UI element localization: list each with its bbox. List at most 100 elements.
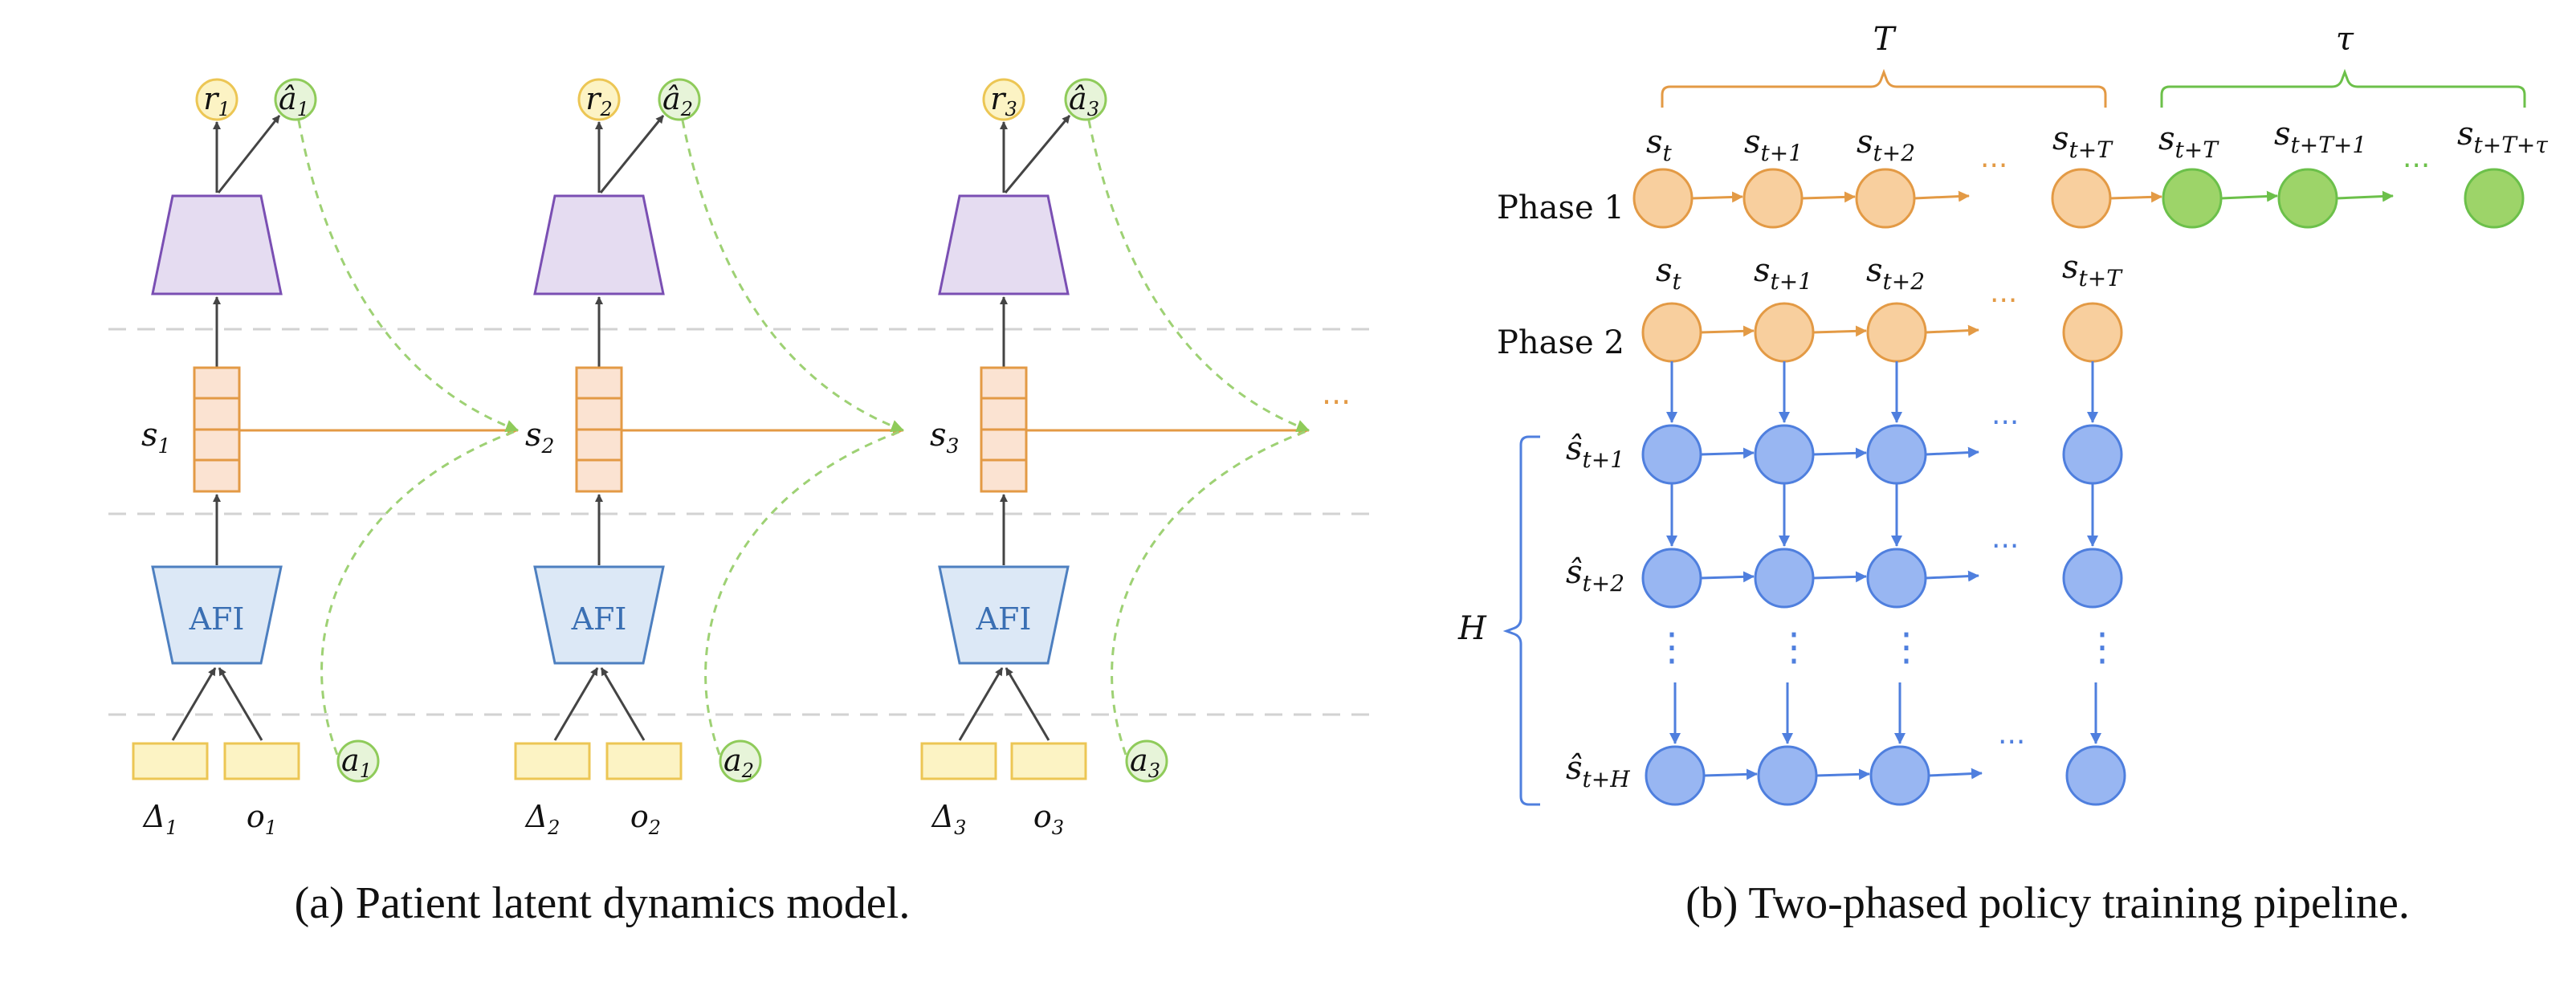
phase1-rollout-arrow bbox=[2336, 190, 2394, 202]
brace-T-label: T bbox=[1873, 21, 1897, 58]
action-node bbox=[336, 739, 380, 783]
predicted-action-label: â1 bbox=[279, 81, 309, 120]
right-arrow bbox=[1925, 446, 1979, 458]
imagined-state-node bbox=[1869, 745, 1930, 806]
reward-label: r2 bbox=[585, 81, 612, 120]
arrow-to-action bbox=[599, 115, 665, 193]
imagined-state-node bbox=[2065, 745, 2126, 806]
column-vdots: ⋮ bbox=[1775, 625, 1813, 670]
phase2-arrow bbox=[1812, 325, 1867, 337]
reward-node bbox=[982, 78, 1025, 121]
phase2-state-label: st+T bbox=[2062, 249, 2123, 291]
delta-label: Δ2 bbox=[524, 799, 560, 839]
obs-input-box bbox=[1010, 742, 1087, 780]
predicted-action-node bbox=[274, 78, 317, 121]
state-label: s1 bbox=[141, 417, 170, 458]
phase2-row: st st+1 st+2 st+T ··· bbox=[1641, 249, 2123, 363]
afi-encoder-block bbox=[938, 565, 1070, 665]
imagined-state-label: ŝt+2 bbox=[1566, 554, 1624, 597]
brace-T bbox=[1661, 68, 2107, 108]
imagined-state-node bbox=[1866, 548, 1927, 609]
phase1-rollout-arrow bbox=[2220, 190, 2278, 202]
imagined-state-node bbox=[1754, 548, 1815, 609]
phase2-label: Phase 2 bbox=[1497, 324, 1624, 361]
phase2-state-node bbox=[1641, 302, 1702, 363]
phase1-rollout-node bbox=[2464, 168, 2525, 229]
decoder-block bbox=[938, 194, 1070, 295]
action-label: a1 bbox=[341, 743, 372, 782]
action-label: a2 bbox=[723, 743, 754, 782]
imagined-rollout-grid: ··· ··· ⋮ ⋮ ⋮ ⋮ bbox=[1641, 361, 2126, 806]
right-arrow bbox=[1700, 571, 1755, 583]
arrow-delta-to-encoder bbox=[171, 667, 217, 741]
imagined-state-node bbox=[1641, 548, 1702, 609]
decoder-block bbox=[533, 194, 665, 295]
right-arrow bbox=[1700, 447, 1755, 459]
afi-label: AFI bbox=[189, 601, 245, 637]
phase1-ellipsis: ··· bbox=[1980, 149, 2007, 182]
row-ellipsis: ··· bbox=[1991, 406, 2019, 439]
arrow-obs-to-encoder bbox=[218, 667, 263, 741]
phase1-state-label: st+T bbox=[2158, 120, 2219, 163]
obs-input-box bbox=[223, 742, 300, 780]
phase1-state-label: st bbox=[1646, 124, 1673, 166]
phase1-state-node bbox=[1632, 168, 1694, 229]
brace-H-label: H bbox=[1457, 610, 1487, 647]
afi-label: AFI bbox=[976, 601, 1032, 637]
latent-dynamics-panel: r1 â1 s1 AFI bbox=[108, 78, 1373, 839]
timestep-column-1: r1 â1 s1 AFI bbox=[132, 78, 519, 839]
delta-label: Δ1 bbox=[142, 799, 178, 839]
latent-state-stack bbox=[575, 366, 623, 493]
predicted-action-feedback-arrow bbox=[1087, 120, 1310, 433]
row-ellipsis: ··· bbox=[1998, 726, 2025, 759]
imagined-state-label: ŝt+1 bbox=[1566, 430, 1624, 473]
predicted-action-feedback-arrow bbox=[681, 120, 904, 433]
caption-left: (a) Patient latent dynamics model. bbox=[294, 878, 911, 928]
phase1-state-label: st+T bbox=[2052, 120, 2113, 163]
imagined-state-node bbox=[1754, 424, 1815, 485]
arrow-delta-to-encoder bbox=[553, 667, 599, 741]
right-arrow bbox=[1812, 447, 1867, 459]
delta-input-box bbox=[920, 742, 997, 780]
predicted-action-label: â3 bbox=[1069, 81, 1099, 120]
right-arrow bbox=[1816, 768, 1870, 780]
reward-label: r3 bbox=[990, 81, 1017, 120]
right-arrow bbox=[1703, 768, 1758, 780]
phase1-state-node bbox=[2051, 168, 2112, 229]
predicted-action-node bbox=[1064, 78, 1107, 121]
afi-encoder-block bbox=[533, 565, 665, 665]
obs-label: o3 bbox=[1033, 799, 1064, 839]
phase1-row: st st+1 st+2 st+T st+T st+T+1 st+T+τ ···… bbox=[1632, 116, 2548, 229]
training-pipeline-panel: T τ Phase 1 st st+1 st+2 st+T st+T st+T+… bbox=[1457, 21, 2548, 806]
imagined-state-label: ŝt+H bbox=[1566, 750, 1630, 792]
obs-label: o1 bbox=[247, 799, 277, 839]
predicted-action-feedback-arrow bbox=[297, 120, 519, 433]
afi-encoder-block bbox=[151, 565, 283, 665]
action-feed-arrow bbox=[704, 429, 904, 756]
arrow-obs-to-encoder bbox=[600, 667, 646, 741]
delta-input-box bbox=[514, 742, 591, 780]
phase1-arrow bbox=[1691, 191, 1743, 203]
column-vdots: ⋮ bbox=[1653, 625, 1691, 670]
phase1-state-label: st+2 bbox=[1857, 124, 1915, 166]
imagined-state-node bbox=[1866, 424, 1927, 485]
afi-label: AFI bbox=[571, 601, 627, 637]
brace-tau-label: τ bbox=[2336, 21, 2354, 58]
delta-input-box bbox=[132, 742, 209, 780]
row-ellipsis: ··· bbox=[1991, 530, 2019, 563]
arrow-to-action bbox=[1004, 115, 1071, 193]
obs-input-box bbox=[605, 742, 683, 780]
phase1-rollout-ellipsis: ··· bbox=[2403, 149, 2430, 182]
imagined-state-node bbox=[1645, 745, 1706, 806]
brace-H bbox=[1502, 435, 1540, 806]
imagined-state-node bbox=[2062, 424, 2123, 485]
phase1-arrow bbox=[1801, 191, 1856, 203]
phase1-state-label: st+T+1 bbox=[2274, 116, 2366, 158]
phase1-state-node bbox=[1742, 168, 1804, 229]
state-label: s2 bbox=[525, 417, 554, 458]
timestep-column-3: r3 â3 s3 ··· AFI Δ3 o3 bbox=[920, 78, 1351, 839]
phase2-state-node bbox=[2062, 302, 2123, 363]
phase1-state-label: st+T+τ bbox=[2457, 116, 2548, 158]
right-arrow bbox=[1925, 570, 1979, 582]
column-vdots: ⋮ bbox=[2083, 625, 2122, 670]
